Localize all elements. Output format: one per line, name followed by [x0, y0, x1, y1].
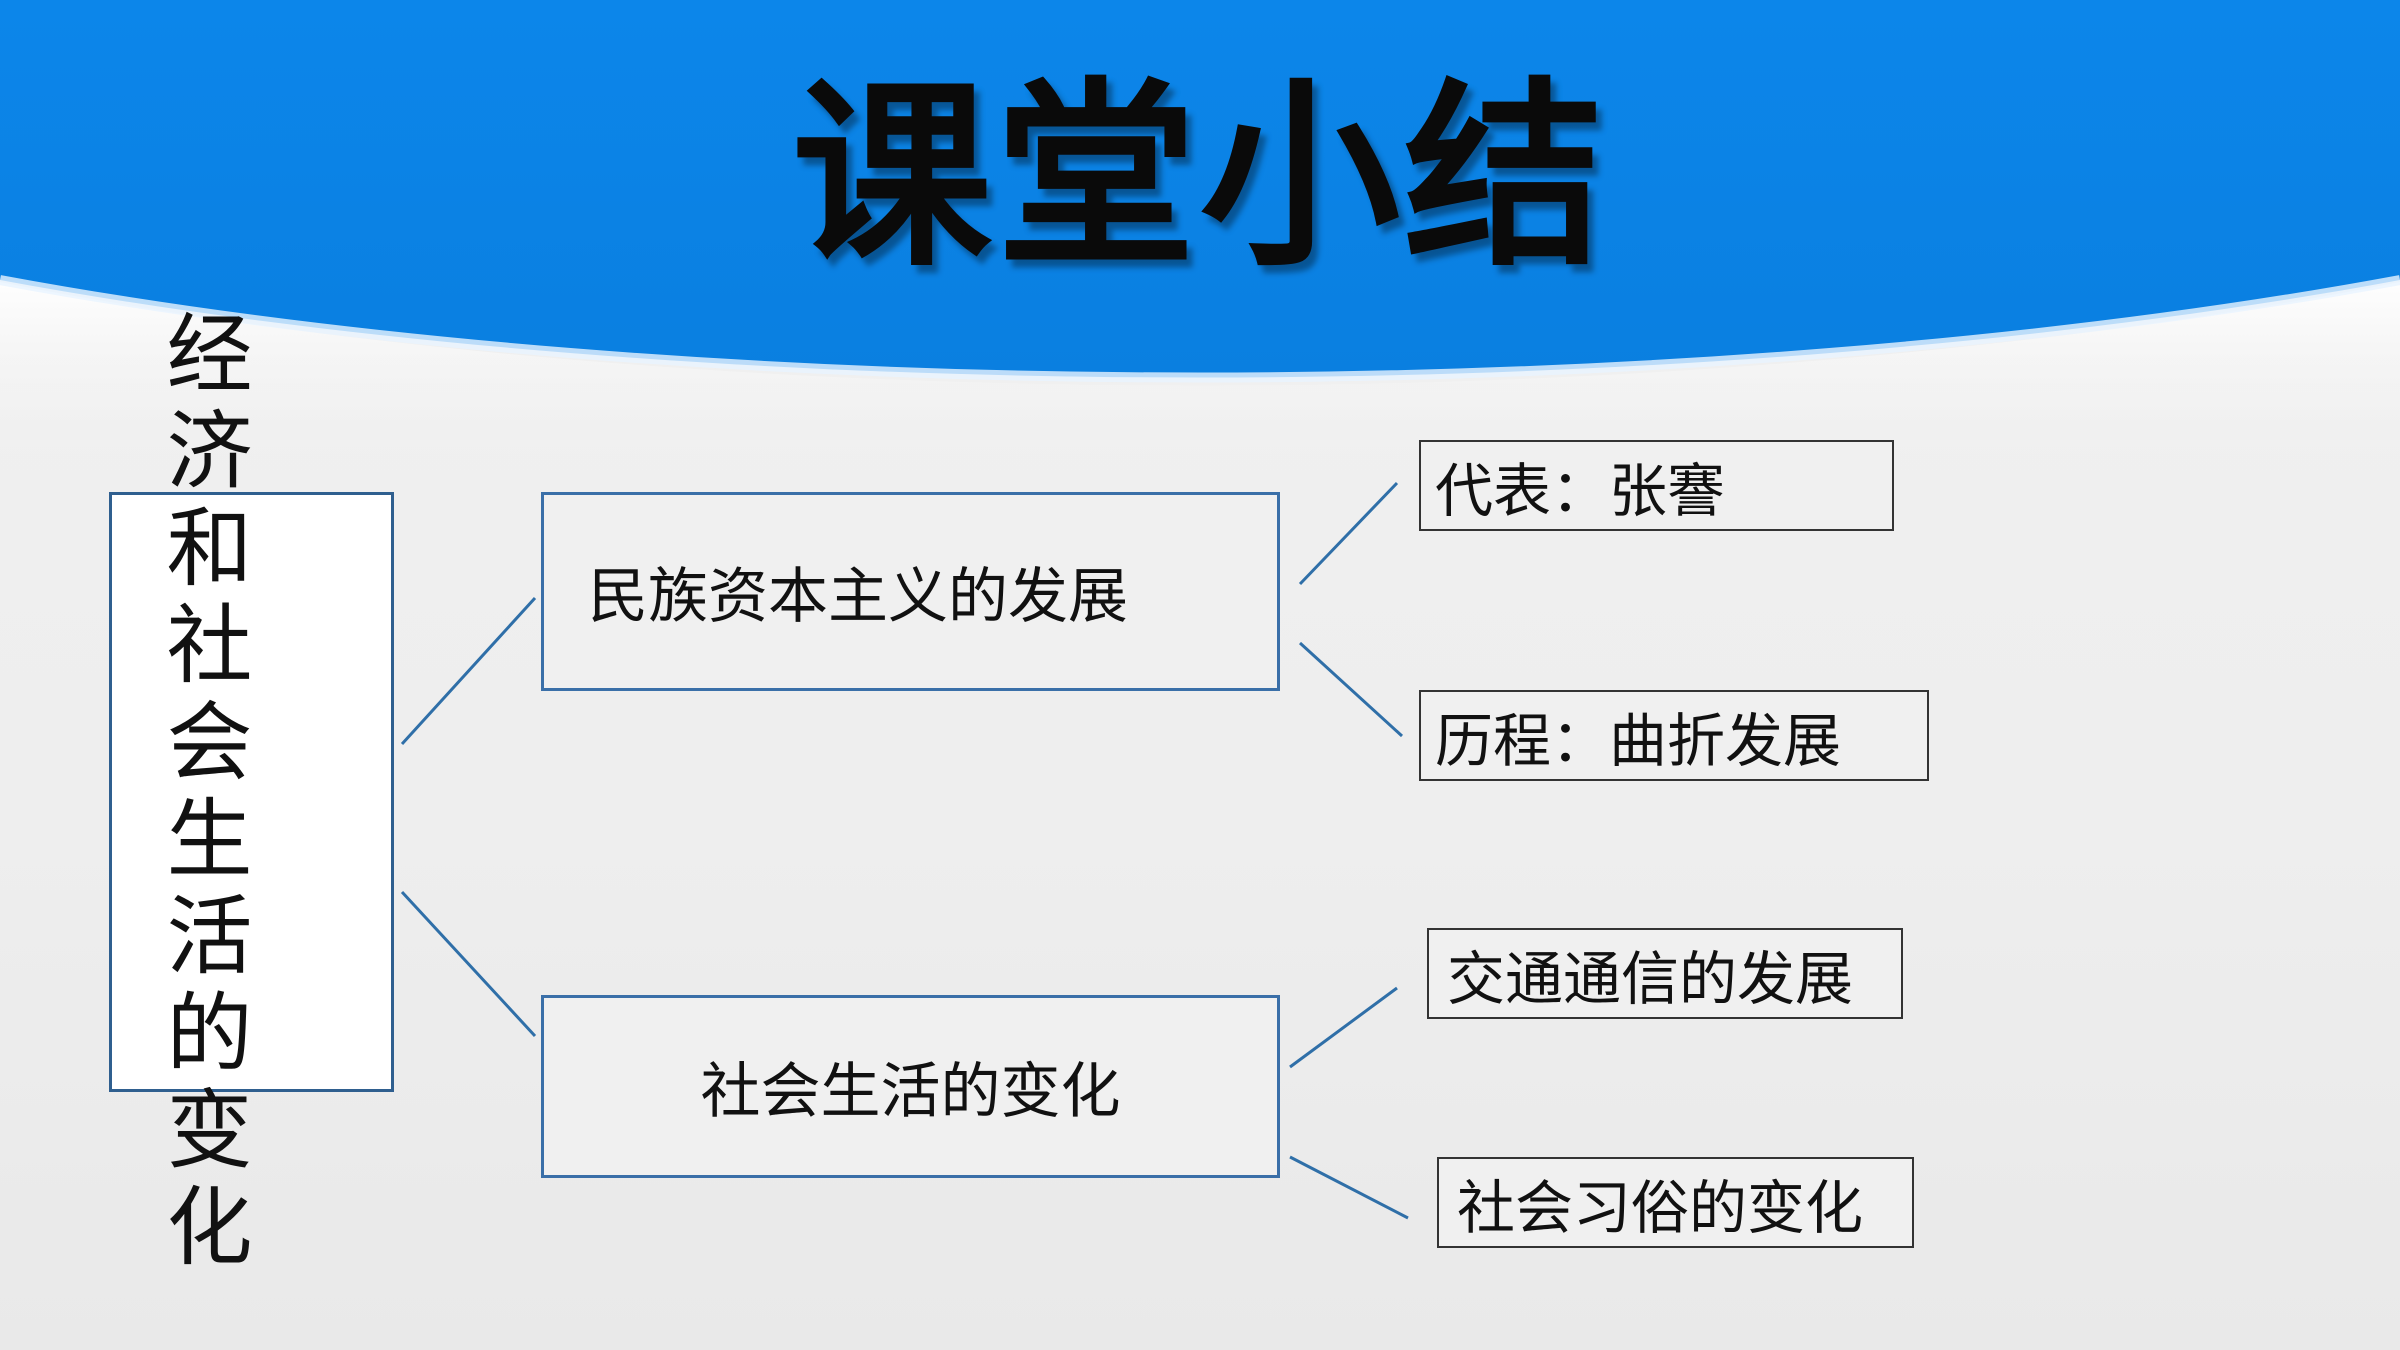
header-wave-banner: [0, 0, 2400, 460]
branch-node-1-label: 民族资本主义的发展: [588, 562, 1128, 632]
root-node: 经济和社会生活的变化: [109, 307, 394, 1277]
root-node-label: 经济和社会生活的变化: [166, 305, 253, 1278]
leaf-node-2-1: 交通通信的发展: [1427, 928, 1903, 1019]
leaf-node-1-2-label: 历程：曲折发展: [1435, 706, 1842, 775]
connector-root-to-branch-2: [400, 890, 537, 1038]
leaf-node-2-1-label: 交通通信的发展: [1447, 944, 1854, 1013]
leaf-node-1-1-label: 代表：张謇: [1435, 456, 1726, 525]
connector-branch-1-to-leaf-2: [1298, 641, 1404, 738]
connector-branch-2-to-leaf-3: [1289, 986, 1398, 1069]
branch-node-1: 民族资本主义的发展: [541, 492, 1280, 691]
leaf-node-2-2-label: 社会习俗的变化: [1457, 1173, 1864, 1242]
connector-branch-2-to-leaf-4: [1289, 1155, 1409, 1220]
connector-root-to-branch-1: [400, 596, 537, 746]
leaf-node-2-2: 社会习俗的变化: [1437, 1157, 1914, 1248]
leaf-node-1-2: 历程：曲折发展: [1419, 690, 1929, 781]
page-title: 课堂小结: [791, 61, 1608, 294]
leaf-node-1-1: 代表：张謇: [1419, 440, 1894, 531]
branch-node-2: 社会生活的变化: [541, 995, 1280, 1178]
branch-node-2-label: 社会生活的变化: [700, 1057, 1121, 1127]
connector-branch-1-to-leaf-1: [1298, 481, 1399, 586]
